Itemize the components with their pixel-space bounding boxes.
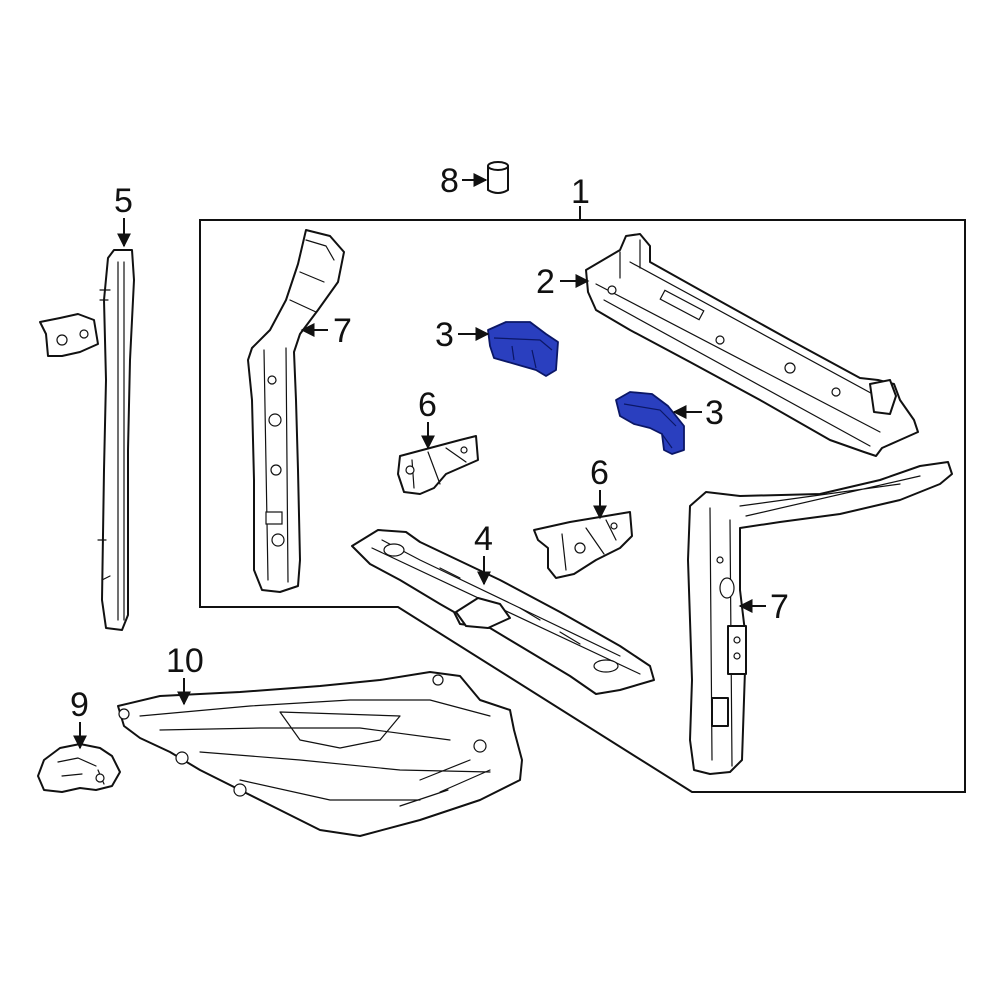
- callout-8-label: 8: [440, 162, 459, 200]
- callout-7-right-label: 7: [770, 588, 789, 626]
- part-6-right-bracket[interactable]: [533, 511, 633, 579]
- part-7-left-side-support[interactable]: [247, 229, 345, 593]
- part-6-left-bracket[interactable]: [397, 435, 479, 495]
- callout-1-label: 1: [571, 173, 590, 211]
- callout-3-lower: 3: [672, 394, 724, 432]
- callout-3-upper: 3: [435, 316, 490, 354]
- callout-5-label: 5: [114, 182, 133, 220]
- part-3-lower-bracket[interactable]: [615, 391, 685, 455]
- callout-1: 1: [571, 173, 590, 220]
- callout-2-label: 2: [536, 263, 555, 301]
- callout-8: 8: [440, 162, 488, 200]
- part-7-right-side-support[interactable]: [687, 461, 953, 775]
- callout-4-label: 4: [474, 520, 493, 558]
- part-4-lower-tie-bar[interactable]: [351, 529, 655, 695]
- callout-3-lower-label: 3: [705, 394, 724, 432]
- callout-9: 9: [70, 686, 89, 750]
- part-3-upper-bracket[interactable]: [487, 321, 559, 377]
- callout-6-left-label: 6: [418, 386, 437, 424]
- assembly-frame: [199, 219, 966, 793]
- part-10-under-cover[interactable]: [117, 671, 523, 837]
- part-2-upper-tie-bar[interactable]: [585, 233, 919, 457]
- callout-6-right: 6: [590, 454, 609, 520]
- callout-4: 4: [474, 520, 493, 586]
- part-9-clip[interactable]: [37, 743, 121, 793]
- callout-9-label: 9: [70, 686, 89, 724]
- callout-10-label: 10: [166, 642, 204, 680]
- callout-10: 10: [166, 642, 204, 706]
- callout-2: 2: [536, 263, 590, 301]
- callout-7-right: 7: [738, 588, 789, 626]
- callout-6-left: 6: [418, 386, 437, 450]
- callout-6-right-label: 6: [590, 454, 609, 492]
- callout-5: 5: [114, 182, 133, 248]
- part-8-cap[interactable]: [487, 161, 509, 194]
- callout-7-left-label: 7: [333, 312, 352, 350]
- callout-7-left: 7: [300, 312, 352, 350]
- callout-3-upper-label: 3: [435, 316, 454, 354]
- part-5-side-support[interactable]: [39, 249, 135, 631]
